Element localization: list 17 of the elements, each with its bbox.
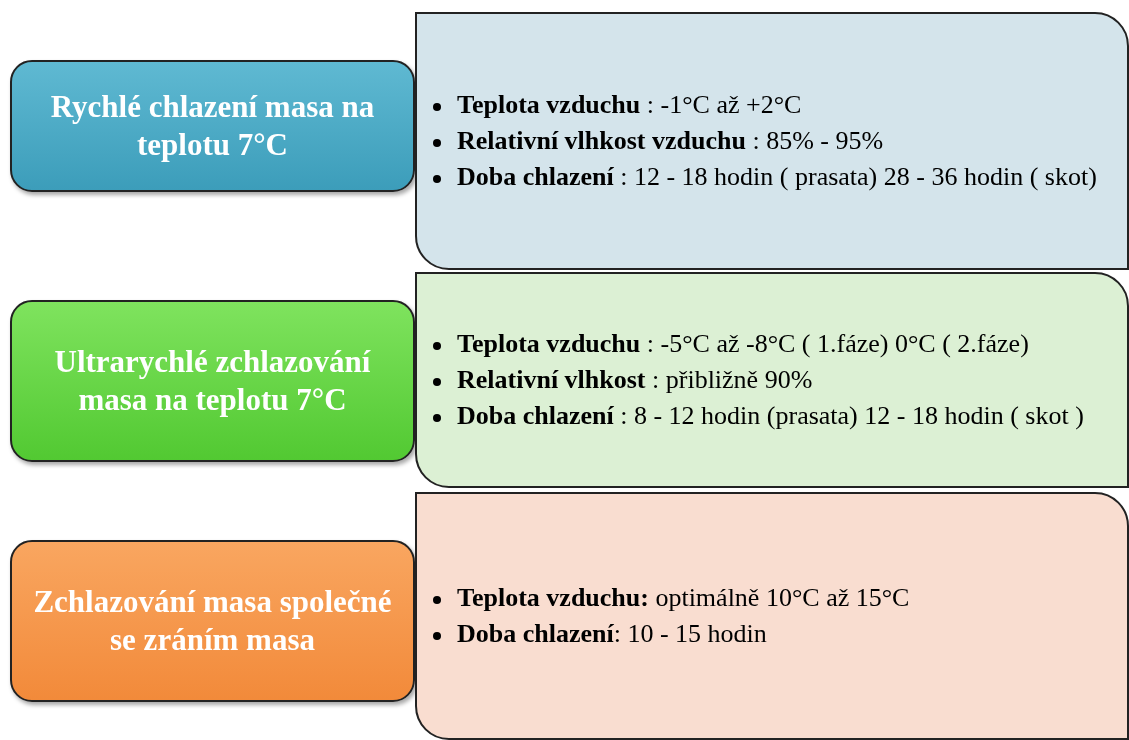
category-box	[10, 60, 415, 192]
bullet-text: Doba chlazení : 12 - 18 hodin ( prasata) 28 - 36 hodin ( skot)	[457, 161, 1098, 193]
bullet-text: Teplota vzduchu : -5°C až -8°C ( 1.fáze) 0°C ( 2.fáze)	[457, 328, 1030, 360]
bullet-text: Teplota vzduchu : -1°C až +2°C	[457, 89, 803, 121]
details-panel	[415, 272, 1129, 488]
category-title: Zchlazování masa společné se zráním masa	[32, 583, 393, 659]
bullet-text: Relativní vlhkost : přibližně 90%	[457, 364, 814, 396]
details-panel	[415, 492, 1129, 740]
category-box	[10, 300, 415, 462]
bullet-text: Teplota vzduchu: optimálně 10°C až 15°C	[457, 582, 911, 614]
category-box	[10, 540, 415, 702]
bullet-text: Relativní vlhkost vzduchu : 85% - 95%	[457, 125, 885, 157]
bullet-text: Doba chlazení: 10 - 15 hodin	[457, 618, 768, 650]
category-title: Rychlé chlazení masa na teplotu 7°C	[49, 88, 376, 164]
details-panel	[415, 12, 1129, 270]
bullet-text: Doba chlazení : 8 - 12 hodin (prasata) 12 - 18 hodin ( skot )	[457, 400, 1085, 432]
category-title: Ultrarychlé zchlazování masa na teplotu 7°C	[53, 343, 372, 419]
